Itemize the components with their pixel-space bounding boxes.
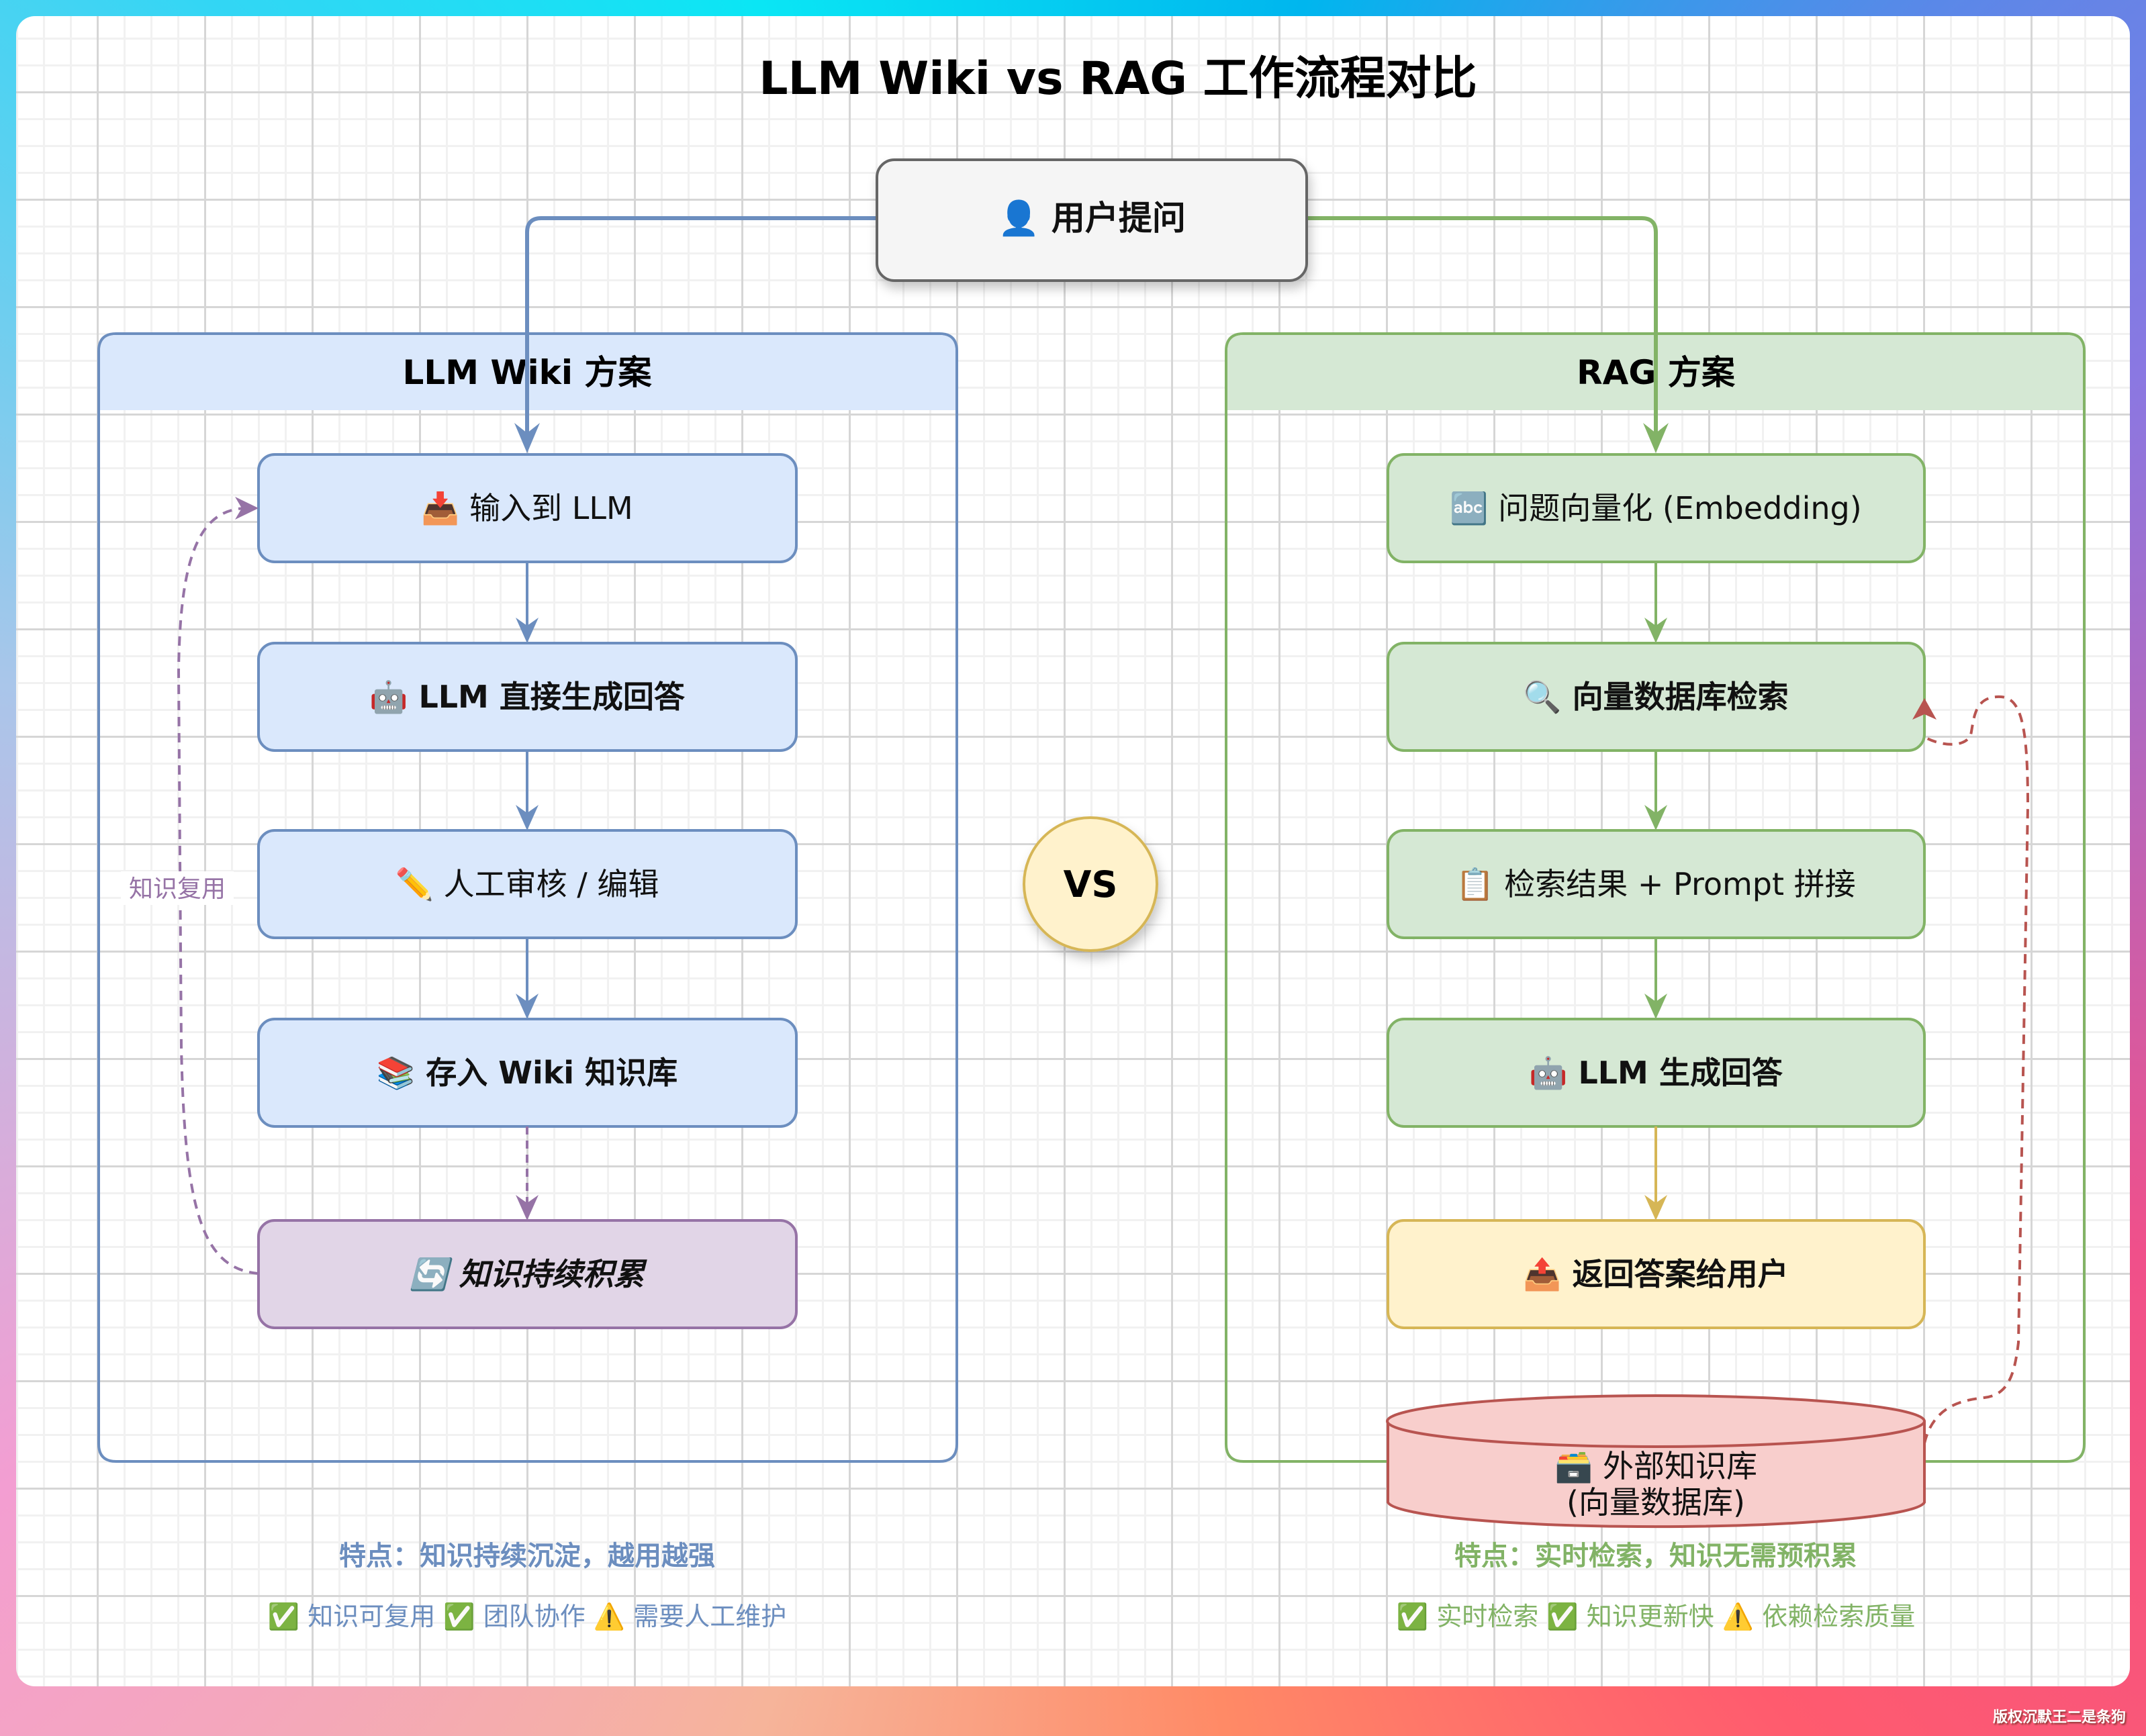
wiki-node-4-label: 存入 Wiki 知识库 (426, 1055, 678, 1091)
check-icon: ✅ (1397, 1602, 1428, 1631)
svg-text:📚 存入 Wiki 知识库: 📚 存入 Wiki 知识库 (377, 1055, 678, 1091)
arrowhead-wiki-1 (516, 618, 539, 643)
rag-node-5-icon: 📤 (1523, 1256, 1572, 1292)
wiki-node-4-icon: 📚 (377, 1055, 426, 1091)
wiki-node-5-icon: 🔄 (410, 1256, 459, 1292)
user-icon: 👤 (998, 199, 1052, 238)
arrowhead-wiki-3 (516, 994, 539, 1019)
rag-node-3-icon: 📋 (1456, 866, 1504, 902)
wiki-node-2-icon: 🤖 (369, 679, 418, 715)
svg-text:🔤 问题向量化 (Embedding): 🔤 问题向量化 (Embedding) (1450, 490, 1861, 526)
rag-node-4-icon: 🤖 (1529, 1055, 1578, 1091)
vs-badge: VS (1023, 816, 1158, 952)
db-label-line1: 外部知识库 (1603, 1448, 1757, 1484)
arrowhead-wiki-4 (516, 1195, 539, 1220)
warning-icon: ⚠️ (1714, 1602, 1754, 1631)
wiki-node-1-icon: 📥 (421, 490, 469, 526)
wiki-node-1-label: 输入到 LLM (469, 490, 633, 526)
wiki-node-2[interactable]: 🤖 LLM 直接生成回答 (257, 642, 798, 752)
check-icon: ✅ (435, 1602, 475, 1631)
wiki-node-3-icon: ✏️ (395, 865, 444, 902)
wiki-pros-list: ✅ 知识可复用 ✅ 团队协作 ⚠️ 需要人工维护 (268, 1602, 786, 1631)
wiki-node-2-label: LLM 直接生成回答 (418, 679, 685, 715)
wiki-node-1[interactable]: 📥 输入到 LLM (257, 453, 798, 563)
rag-node-1-label: 问题向量化 (Embedding) (1498, 490, 1861, 526)
edge-db-to-retrieval (1923, 695, 2030, 1444)
wiki-node-3-label: 人工审核 / 编辑 (444, 866, 659, 902)
arrowhead-rag-3 (1644, 994, 1667, 1019)
external-knowledge-db[interactable]: 🗃️ 外部知识库 (向量数据库) (1386, 1394, 1926, 1529)
diagram-title: LLM Wiki vs RAG 工作流程对比 (759, 52, 1477, 105)
rag-node-1-icon: 🔤 (1450, 490, 1498, 526)
rag-node-1[interactable]: 🔤 问题向量化 (Embedding) (1387, 453, 1926, 563)
arrowhead-retrieval (1912, 698, 1937, 720)
svg-text:🤖 LLM 直接生成回答: 🤖 LLM 直接生成回答 (369, 679, 686, 715)
check-icon: ✅ (1538, 1602, 1578, 1631)
wiki-node-4[interactable]: 📚 存入 Wiki 知识库 (257, 1018, 798, 1128)
db-label-line2: (向量数据库) (1567, 1484, 1745, 1521)
vs-label: VS (1064, 863, 1118, 906)
check-icon: ✅ (268, 1602, 299, 1631)
wiki-node-5[interactable]: 🔄 知识持续积累 (257, 1219, 798, 1329)
svg-text:🔄 知识持续积累: 🔄 知识持续积累 (410, 1256, 647, 1292)
wiki-feature-summary: 特点：知识持续沉淀，越用越强 (339, 1541, 715, 1572)
rag-node-2[interactable]: 🔍 向量数据库检索 (1387, 642, 1926, 752)
rag-node-4-label: LLM 生成回答 (1578, 1055, 1783, 1091)
arrowhead-rag-1 (1644, 618, 1667, 643)
wiki-pro-item: 需要人工维护 (625, 1602, 786, 1631)
rag-pros-list: ✅ 实时检索 ✅ 知识更新快 ⚠️ 依赖检索质量 (1397, 1602, 1915, 1631)
arrowhead-loop (235, 497, 259, 520)
svg-text:📋 检索结果 + Prompt 拼接: 📋 检索结果 + Prompt 拼接 (1456, 866, 1855, 902)
wiki-node-3[interactable]: ✏️ 人工审核 / 编辑 (257, 829, 798, 939)
rag-node-2-icon: 🔍 (1523, 677, 1572, 715)
rag-pro-item: 依赖检索质量 (1754, 1602, 1915, 1631)
arrowhead-wiki-entry (514, 423, 540, 453)
arrowhead-rag-entry (1643, 423, 1669, 453)
arrowhead-rag-2 (1644, 805, 1667, 830)
arrowhead-wiki-2 (516, 805, 539, 830)
rag-pro-item: 知识更新快 (1579, 1602, 1714, 1631)
svg-text:✏️ 人工审核 / 编辑: ✏️ 人工审核 / 编辑 (395, 865, 659, 902)
wiki-pro-item: 知识可复用 (299, 1602, 435, 1631)
rag-pro-item: 实时检索 (1428, 1602, 1538, 1631)
rag-node-3-label: 检索结果 + Prompt 拼接 (1504, 866, 1855, 902)
loop-label-bg (121, 871, 234, 905)
wiki-node-5-label: 知识持续积累 (459, 1256, 648, 1292)
rag-feature-summary: 特点：实时检索，知识无需预积累 (1454, 1541, 1857, 1572)
rag-node-5[interactable]: 📤 返回答案给用户 (1387, 1219, 1926, 1329)
start-node-label: 用户提问 (1052, 199, 1186, 238)
card-file-box-icon: 🗃️ (1554, 1448, 1603, 1484)
svg-text:🤖 LLM 生成回答: 🤖 LLM 生成回答 (1529, 1055, 1783, 1091)
svg-text:🔍 向量数据库检索: 🔍 向量数据库检索 (1523, 677, 1788, 715)
start-node-user-question[interactable]: 👤 用户提问 (876, 158, 1308, 282)
rag-node-5-label: 返回答案给用户 (1573, 1256, 1789, 1292)
svg-text:📤 返回答案给用户: 📤 返回答案给用户 (1523, 1256, 1788, 1292)
arrowhead-rag-4 (1644, 1195, 1667, 1220)
svg-text:📥 输入到 LLM: 📥 输入到 LLM (421, 490, 633, 526)
rag-node-3[interactable]: 📋 检索结果 + Prompt 拼接 (1387, 829, 1926, 939)
loop-label: 知识复用 (129, 875, 226, 903)
wiki-pro-item: 团队协作 (475, 1602, 586, 1631)
svg-text:👤 用户提问: 👤 用户提问 (998, 199, 1186, 238)
svg-text:🗃️ 外部知识库: 🗃️ 外部知识库 (1554, 1448, 1757, 1484)
warning-icon: ⚠️ (586, 1602, 625, 1631)
edge-start-to-rag (1307, 216, 1658, 443)
rag-node-2-label: 向量数据库检索 (1573, 679, 1789, 715)
watermark: 版权沉默王二是条狗 (1992, 1709, 2126, 1726)
rag-node-4[interactable]: 🤖 LLM 生成回答 (1387, 1018, 1926, 1128)
edge-knowledge-reuse-loop (177, 507, 259, 1275)
edge-start-to-wiki (525, 216, 877, 443)
